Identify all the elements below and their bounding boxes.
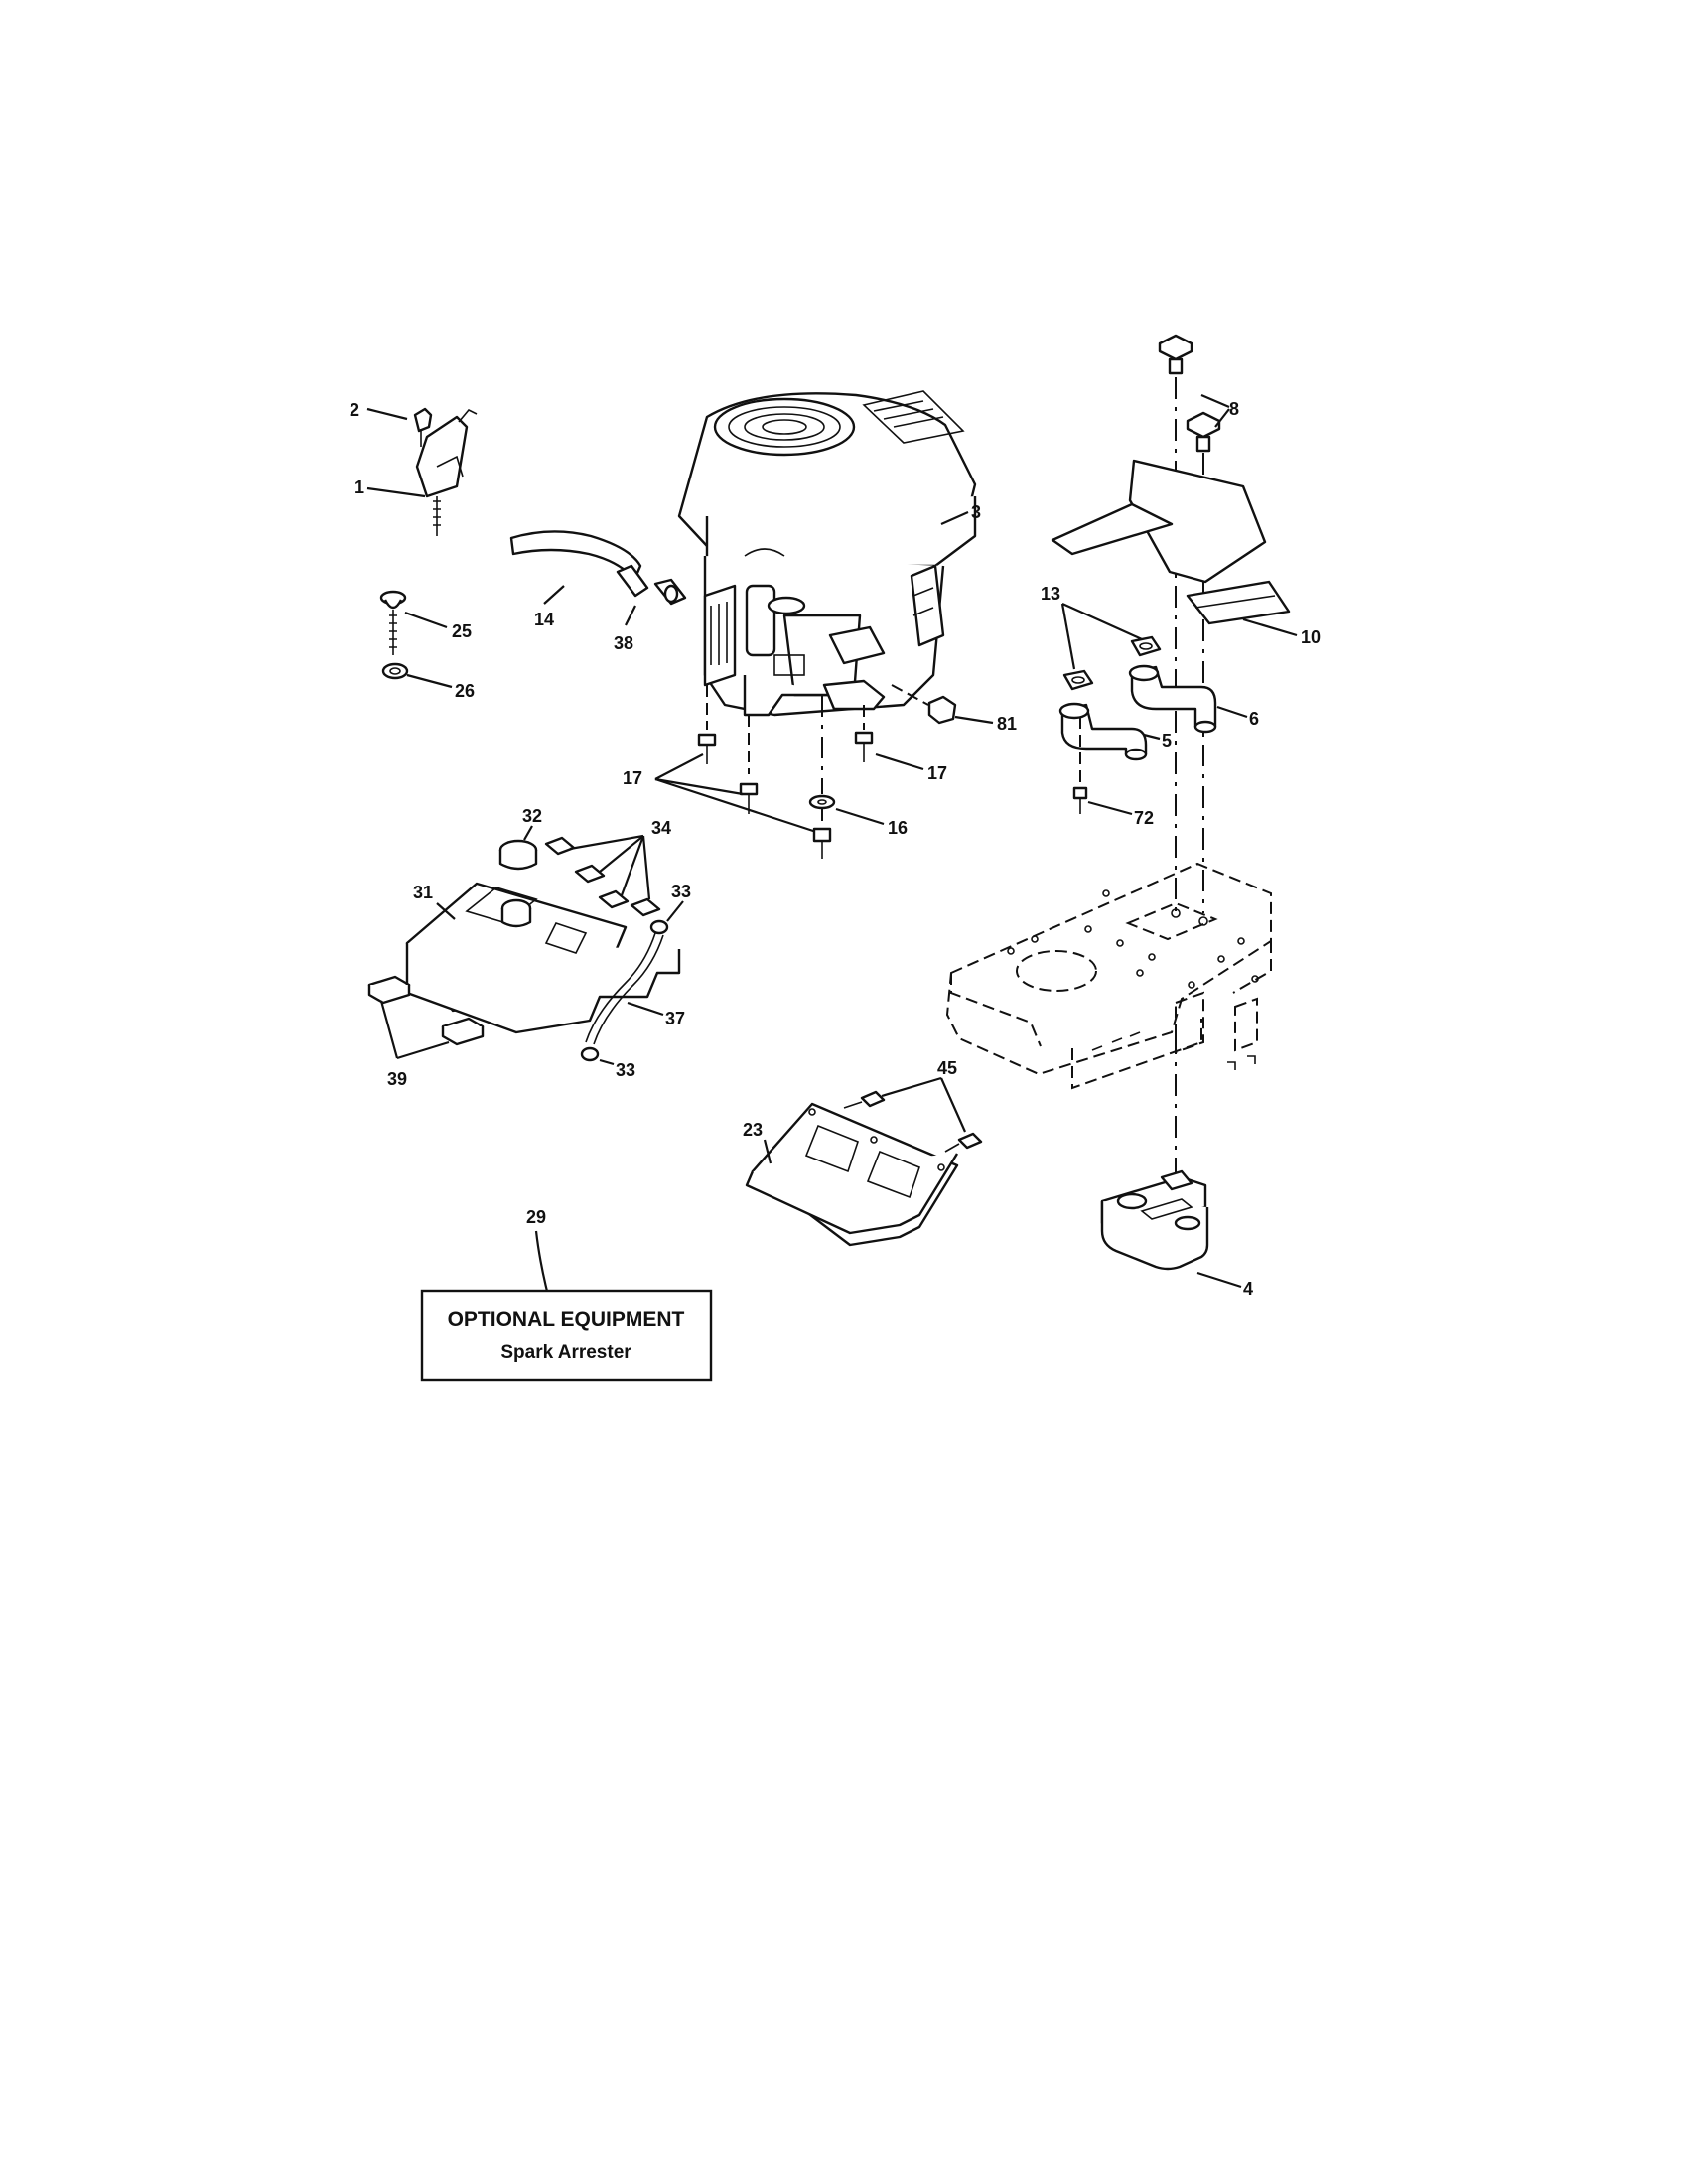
screw-72	[1072, 717, 1088, 814]
washer-16	[808, 695, 836, 859]
bolt-25	[379, 590, 407, 655]
bolts-8	[1158, 334, 1221, 453]
pipe-6	[1128, 664, 1217, 734]
label-1: 1	[354, 478, 364, 497]
label-45: 45	[937, 1058, 957, 1078]
pads-34	[544, 836, 661, 917]
muffler-4	[1100, 1169, 1209, 1271]
label-34: 34	[651, 818, 671, 838]
label-17-left: 17	[623, 768, 642, 788]
optional-equipment-box	[420, 1289, 713, 1382]
label-33-bottom: 33	[616, 1060, 635, 1080]
label-23: 23	[743, 1120, 763, 1140]
label-4: 4	[1243, 1279, 1253, 1298]
cap-32	[498, 839, 538, 871]
label-8: 8	[1229, 399, 1239, 419]
label-31: 31	[413, 883, 433, 902]
pads-39	[367, 975, 485, 1046]
frame	[945, 862, 1272, 1090]
optional-equipment-subtitle: Spark Arrester	[500, 1342, 632, 1363]
label-72: 72	[1134, 808, 1154, 828]
label-16: 16	[888, 818, 908, 838]
label-17-right: 17	[927, 763, 947, 783]
label-32: 32	[522, 806, 542, 826]
bolts-17	[697, 685, 874, 814]
throttle-bracket-assembly	[413, 407, 478, 536]
label-38: 38	[614, 633, 633, 653]
screws-45	[843, 1090, 983, 1153]
wire-37	[580, 919, 669, 1062]
label-10: 10	[1301, 627, 1321, 647]
label-25: 25	[452, 621, 472, 641]
shroud-31	[405, 882, 681, 1034]
label-6: 6	[1249, 709, 1259, 729]
nut-81	[927, 695, 957, 725]
heat-shield-10	[1051, 459, 1291, 625]
label-5: 5	[1162, 731, 1172, 751]
label-13: 13	[1041, 584, 1060, 604]
label-14: 14	[534, 610, 554, 629]
gaskets-13	[1062, 635, 1162, 691]
optional-equipment-title: OPTIONAL EQUIPMENT	[448, 1308, 685, 1331]
engine-3	[677, 390, 977, 717]
label-81: 81	[997, 714, 1017, 734]
nut-26	[381, 662, 409, 680]
label-39: 39	[387, 1069, 407, 1089]
label-37: 37	[665, 1009, 685, 1028]
label-29: 29	[526, 1207, 546, 1227]
label-2: 2	[350, 400, 359, 420]
label-3: 3	[971, 502, 981, 522]
label-33-top: 33	[671, 882, 691, 901]
plate-23	[745, 1102, 959, 1247]
fuel-hose-14	[509, 530, 687, 606]
label-26: 26	[455, 681, 475, 701]
pipe-5	[1058, 702, 1148, 761]
